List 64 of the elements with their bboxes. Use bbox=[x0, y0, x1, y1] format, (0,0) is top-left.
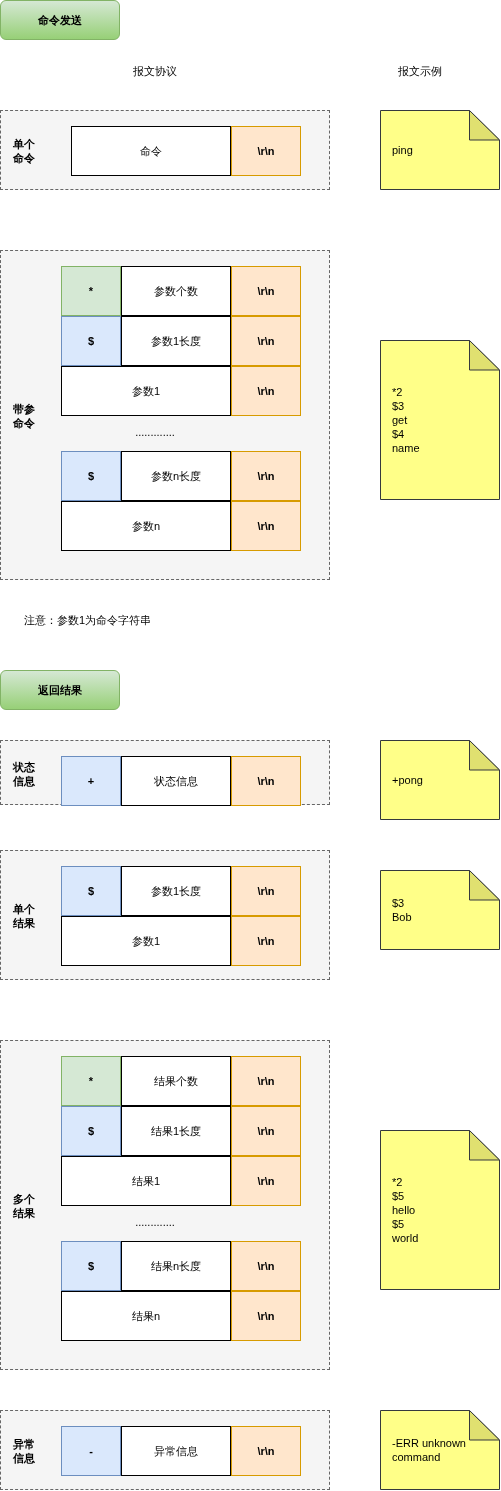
protocol-cell: * bbox=[61, 266, 121, 316]
dashed-panel bbox=[0, 110, 330, 190]
column-heading: 报文示例 bbox=[398, 64, 442, 79]
protocol-cell: \r\n bbox=[231, 1056, 301, 1106]
protocol-cell: 结果个数 bbox=[121, 1056, 231, 1106]
protocol-cell: * bbox=[61, 1056, 121, 1106]
protocol-cell: \r\n bbox=[231, 1106, 301, 1156]
sticky-note: *2 $5 hello $5 world bbox=[380, 1130, 500, 1290]
protocol-cell: \r\n bbox=[231, 1241, 301, 1291]
protocol-cell: 命令 bbox=[71, 126, 231, 176]
sticky-note: -ERR unknown command bbox=[380, 1410, 500, 1490]
ellipsis-dots: ............. bbox=[135, 1216, 175, 1228]
protocol-cell: $ bbox=[61, 1241, 121, 1291]
ellipsis-dots: ............. bbox=[135, 426, 175, 438]
dashed-panel bbox=[0, 1410, 330, 1490]
protocol-cell: 参数1 bbox=[61, 916, 231, 966]
protocol-cell: $ bbox=[61, 1106, 121, 1156]
sticky-note: $3 Bob bbox=[380, 870, 500, 950]
sticky-note: ping bbox=[380, 110, 500, 190]
protocol-cell: \r\n bbox=[231, 916, 301, 966]
protocol-cell: \r\n bbox=[231, 316, 301, 366]
panel-heading: 异常信息 bbox=[13, 1437, 36, 1465]
protocol-cell: \r\n bbox=[231, 366, 301, 416]
panel-heading: 状态信息 bbox=[13, 759, 36, 788]
protocol-cell: \r\n bbox=[231, 451, 301, 501]
protocol-cell: 参数n长度 bbox=[121, 451, 231, 501]
protocol-cell: 结果n bbox=[61, 1291, 231, 1341]
protocol-cell: 结果n长度 bbox=[121, 1241, 231, 1291]
sticky-note: *2 $3 get $4 name bbox=[380, 340, 500, 500]
protocol-cell: 参数个数 bbox=[121, 266, 231, 316]
protocol-cell: 参数1长度 bbox=[121, 866, 231, 916]
protocol-cell: - bbox=[61, 1426, 121, 1476]
protocol-cell: \r\n bbox=[231, 1291, 301, 1341]
protocol-cell: \r\n bbox=[231, 866, 301, 916]
protocol-cell: $ bbox=[61, 866, 121, 916]
protocol-cell: + bbox=[61, 756, 121, 806]
protocol-cell: \r\n bbox=[231, 1156, 301, 1206]
protocol-cell: \r\n bbox=[231, 1426, 301, 1476]
note-text: 注意：参数1为命令字符串 bbox=[24, 613, 152, 628]
protocol-cell: $ bbox=[61, 316, 121, 366]
dashed-panel bbox=[0, 1040, 330, 1370]
protocol-cell: 异常信息 bbox=[121, 1426, 231, 1476]
section-header: 返回结果 bbox=[0, 670, 120, 710]
protocol-cell: 结果1长度 bbox=[121, 1106, 231, 1156]
column-heading: 报文协议 bbox=[133, 64, 177, 79]
panel-heading: 带参命令 bbox=[13, 402, 36, 430]
protocol-cell: 状态信息 bbox=[121, 756, 231, 806]
panel-heading: 多个结果 bbox=[13, 1192, 36, 1220]
protocol-cell: 参数1 bbox=[61, 366, 231, 416]
panel-heading: 单个结果 bbox=[13, 902, 36, 930]
sticky-note: +pong bbox=[380, 740, 500, 820]
protocol-cell: \r\n bbox=[231, 756, 301, 806]
protocol-cell: \r\n bbox=[231, 126, 301, 176]
protocol-cell: 结果1 bbox=[61, 1156, 231, 1206]
protocol-cell: \r\n bbox=[231, 501, 301, 551]
panel-heading: 单个命令 bbox=[13, 137, 36, 165]
protocol-cell: 参数1长度 bbox=[121, 316, 231, 366]
section-header: 命令发送 bbox=[0, 0, 120, 40]
dashed-panel bbox=[0, 850, 330, 980]
protocol-cell: \r\n bbox=[231, 266, 301, 316]
dashed-panel bbox=[0, 250, 330, 580]
protocol-cell: 参数n bbox=[61, 501, 231, 551]
protocol-cell: $ bbox=[61, 451, 121, 501]
dashed-panel bbox=[0, 740, 330, 805]
